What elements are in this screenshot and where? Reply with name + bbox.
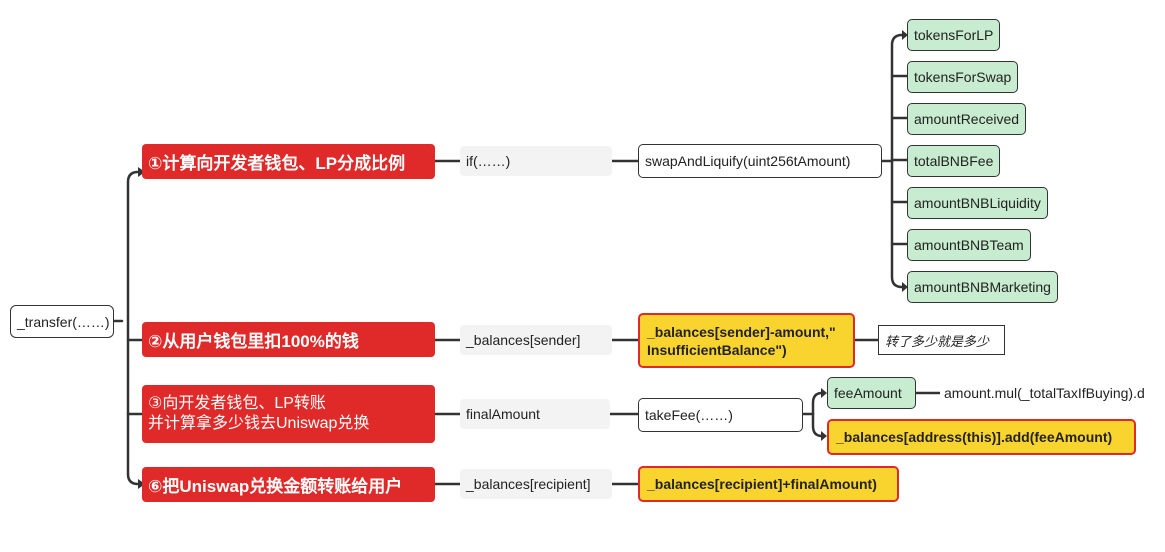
var-label: totalBNBFee xyxy=(914,153,994,169)
var-node[interactable]: amountBNBMarketing xyxy=(907,271,1058,303)
root-label: _transfer(……) xyxy=(17,313,110,330)
recipient-op-text: _balances[recipient]+finalAmount) xyxy=(647,476,877,492)
deduct-note: 转了多少就是多少 xyxy=(878,325,1005,355)
add-fee-op-text: _balances[address(this)].add(feeAmount) xyxy=(836,429,1113,445)
var-node[interactable]: amountBNBLiquidity xyxy=(907,187,1048,219)
deduct-op-line-1: _balances[sender]-amount," xyxy=(647,323,836,340)
branch-2-target-text: _balances[sender] xyxy=(466,332,581,348)
branch-1-condition-text: if(……) xyxy=(466,153,511,169)
fee-amount-node[interactable]: feeAmount xyxy=(827,377,916,409)
branch-1-title-text: ①计算向开发者钱包、LP分成比例 xyxy=(148,154,406,173)
branch-1-title[interactable]: ①计算向开发者钱包、LP分成比例 xyxy=(142,144,435,179)
fee-expression-text: amount.mul(_totalTaxIfBuying).d xyxy=(944,385,1145,401)
branch-3-title-line-1: ③向开发者钱包、LP转账 xyxy=(148,395,326,412)
branch-3-title-line-2: 并计算拿多少钱去Uniswap兑换 xyxy=(148,415,370,432)
fee-expression[interactable]: amount.mul(_totalTaxIfBuying).d xyxy=(940,380,1165,406)
root-node[interactable]: _transfer(……) xyxy=(10,305,114,338)
final-amount-text: finalAmount xyxy=(466,406,540,422)
var-label: amountReceived xyxy=(914,111,1020,127)
var-node[interactable]: tokensForSwap xyxy=(907,61,1019,93)
var-node[interactable]: tokensForLP xyxy=(907,19,1001,51)
branch-2-target[interactable]: _balances[sender] xyxy=(460,325,612,355)
branch-2-title[interactable]: ②从用户钱包里扣100%的钱 xyxy=(142,322,435,357)
branch-4-title[interactable]: ⑥把Uniswap兑换金额转账给用户 xyxy=(142,467,435,502)
deduct-note-text: 转了多少就是多少 xyxy=(885,333,990,349)
var-node[interactable]: totalBNBFee xyxy=(907,145,1001,177)
branch-4-title-text: ⑥把Uniswap兑换金额转账给用户 xyxy=(148,477,403,496)
swap-and-liquify-text: swapAndLiquify(uint256tAmount) xyxy=(645,153,851,169)
branch-2-title-text: ②从用户钱包里扣100%的钱 xyxy=(148,332,359,351)
var-label: amountBNBLiquidity xyxy=(914,195,1041,211)
var-label: amountBNBTeam xyxy=(914,237,1024,253)
branch-1-condition[interactable]: if(……) xyxy=(460,146,612,176)
var-label: tokensForSwap xyxy=(914,69,1012,85)
take-fee-text: takeFee(……) xyxy=(645,407,733,423)
take-fee-node[interactable]: takeFee(……) xyxy=(638,398,803,432)
final-amount-node[interactable]: finalAmount xyxy=(460,399,610,429)
var-label: tokensForLP xyxy=(914,27,994,43)
fee-amount-text: feeAmount xyxy=(834,385,902,401)
deduct-op-node[interactable]: _balances[sender]-amount," InsufficientB… xyxy=(638,313,855,368)
add-fee-op-node[interactable]: _balances[address(this)].add(feeAmount) xyxy=(827,419,1136,455)
var-node[interactable]: amountBNBTeam xyxy=(907,229,1031,261)
var-label: amountBNBMarketing xyxy=(914,279,1051,295)
swap-and-liquify-node[interactable]: swapAndLiquify(uint256tAmount) xyxy=(638,144,882,178)
branch-4-target-text: _balances[recipient] xyxy=(466,476,591,492)
deduct-op-line-2: InsufficientBalance") xyxy=(647,341,787,358)
var-node[interactable]: amountReceived xyxy=(907,103,1027,135)
branch-3-title[interactable]: ③向开发者钱包、LP转账 并计算拿多少钱去Uniswap兑换 xyxy=(142,385,435,443)
recipient-op-node[interactable]: _balances[recipient]+finalAmount) xyxy=(638,466,899,502)
branch-4-target[interactable]: _balances[recipient] xyxy=(460,469,612,499)
